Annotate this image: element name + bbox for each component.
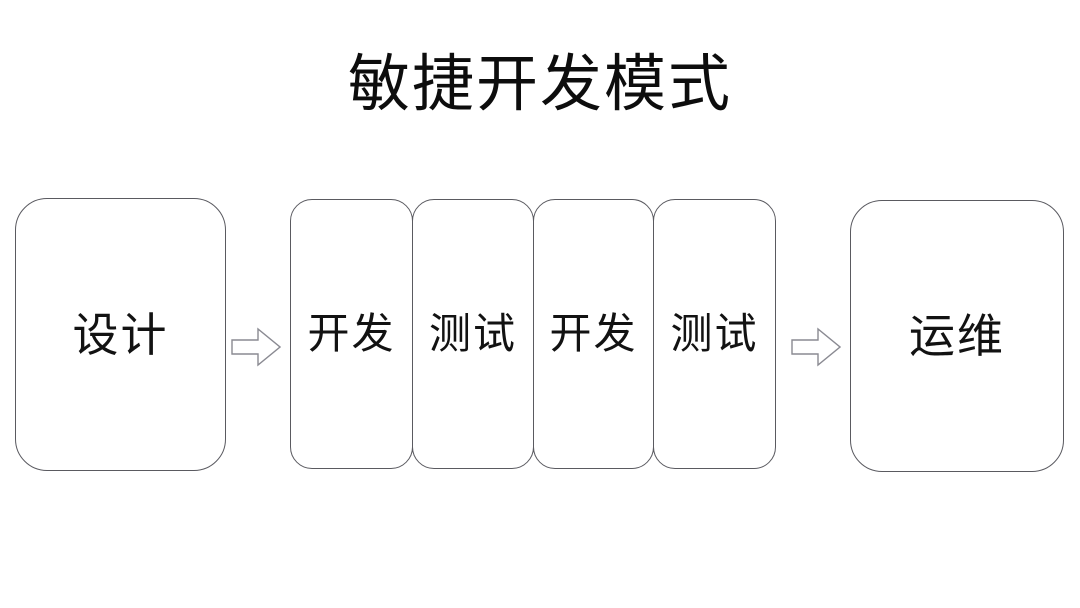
node-design-label: 设计 [72,307,169,362]
node-operations-label: 运维 [909,309,1005,363]
node-iteration-label: 开发 [307,309,396,358]
node-iteration-develop-1[interactable]: 开发 [290,199,413,469]
node-iteration-label: 测试 [670,309,759,358]
node-iteration-test-1[interactable]: 测试 [412,199,534,469]
node-iteration-test-2[interactable]: 测试 [653,199,776,469]
page-title: 敏捷开发模式 [347,47,732,120]
arrow-right-icon [791,327,841,367]
node-iteration-label: 开发 [549,309,638,358]
node-iteration-develop-2[interactable]: 开发 [533,199,654,469]
node-iteration-label: 测试 [428,309,517,358]
arrow-right-icon [231,327,281,367]
node-design[interactable]: 设计 [15,198,226,471]
node-operations[interactable]: 运维 [850,200,1064,472]
